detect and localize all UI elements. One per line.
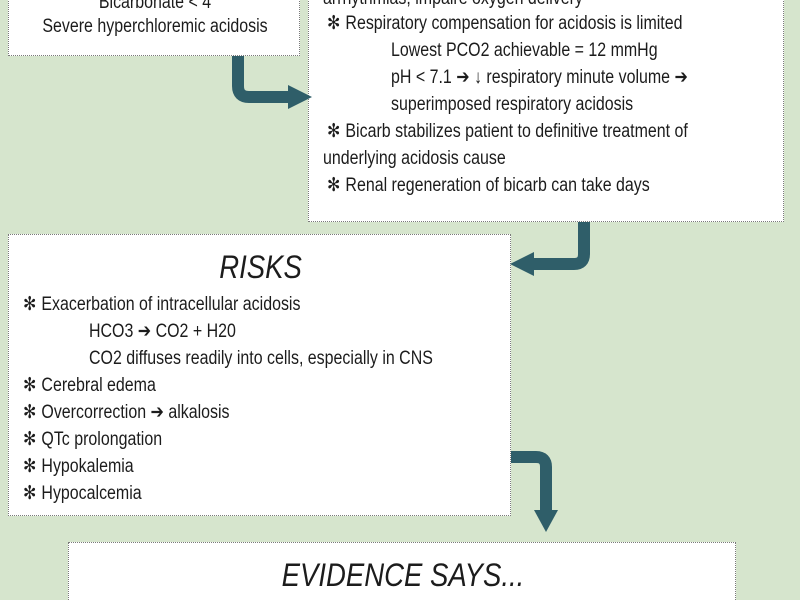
arrow-right-to-risks [532,222,590,270]
top-right-line: underlying acidosis cause [323,148,506,169]
asterisk-bullet-icon: ✻ [327,13,341,34]
asterisk-bullet-icon: ✻ [327,175,341,196]
top-left-line: Severe hyperchloremic acidosis [42,16,268,37]
risks-line: ✻Hypocalcemia [23,480,142,507]
evidence-box: EVIDENCE SAYS... [68,542,736,600]
top-right-line: ✻Renal regeneration of bicarb can take d… [327,172,650,199]
risks-line: HCO3 ➔ CO2 + H20 [89,321,236,342]
asterisk-bullet-icon: ✻ [23,294,37,315]
top-right-line: Lowest PCO2 achievable = 12 mmHg [391,40,658,61]
asterisk-bullet-icon: ✻ [23,483,37,504]
risks-line: ✻Exacerbation of intracellular acidosis [23,291,300,318]
asterisk-bullet-icon: ✻ [23,429,37,450]
risks-line: ✻Hypokalemia [23,453,134,480]
risks-line: ✻Overcorrection ➔ alkalosis [23,399,230,426]
asterisk-bullet-icon: ✻ [327,121,341,142]
arrowhead [534,510,558,532]
top-right-box: arrhythmias, impaire oxygen delivery ✻Re… [308,0,784,222]
top-right-line: ✻Respiratory compensation for acidosis i… [327,10,682,37]
evidence-title: EVIDENCE SAYS... [281,557,525,593]
risks-box: RISKS ✻Exacerbation of intracellular aci… [8,234,511,516]
top-right-line: ✻Bicarb stabilizes patient to definitive… [327,118,688,145]
top-left-box: Bicarbonate < 4 Severe hyperchloremic ac… [8,0,300,56]
asterisk-bullet-icon: ✻ [23,402,37,423]
risks-line: CO2 diffuses readily into cells, especia… [89,348,433,369]
arrowhead [288,85,312,109]
arrow-top-left-to-right [232,56,290,103]
top-right-line: pH < 7.1 ➔ ↓ respiratory minute volume ➔ [391,67,688,88]
risks-line: ✻QTc prolongation [23,426,162,453]
risks-line: ✻Cerebral edema [23,372,156,399]
top-right-line: superimposed respiratory acidosis [391,94,634,115]
arrowhead [510,252,534,276]
asterisk-bullet-icon: ✻ [23,375,37,396]
risks-title: RISKS [219,249,302,285]
arrow-risks-to-evidence [511,451,552,512]
top-left-line: Bicarbonate < 4 [98,0,212,13]
asterisk-bullet-icon: ✻ [23,456,37,477]
top-right-line: arrhythmias, impaire oxygen delivery [323,0,583,12]
